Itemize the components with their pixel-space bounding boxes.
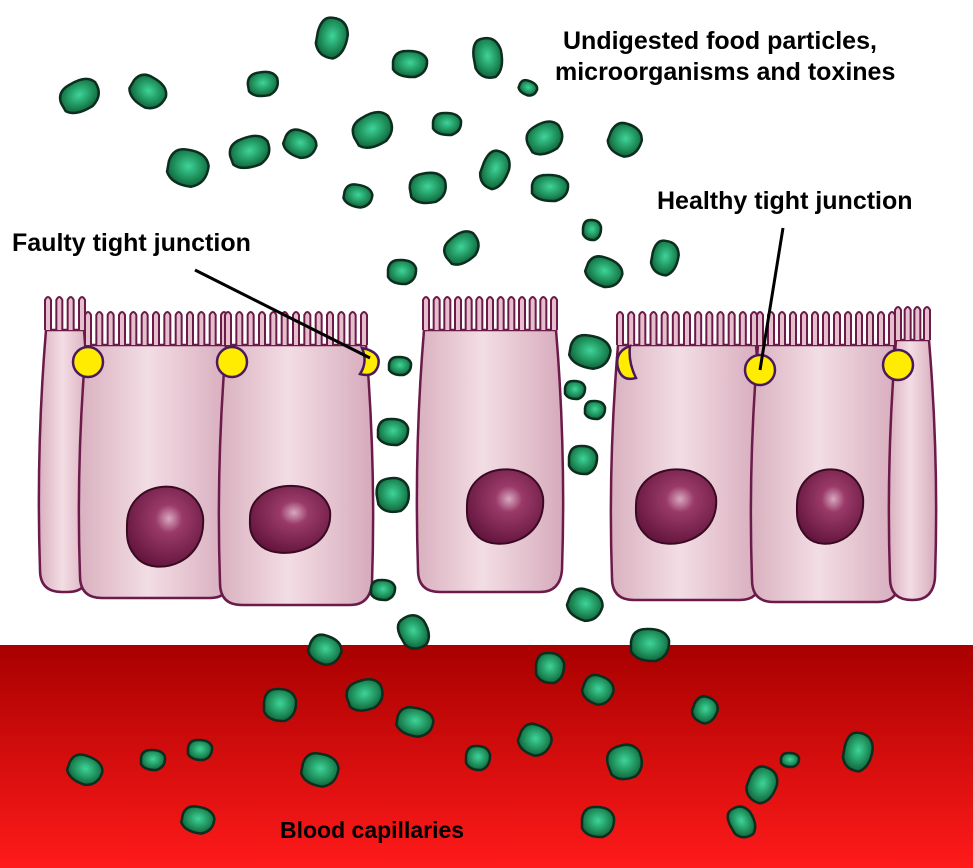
- particle: [525, 120, 564, 156]
- particle: [478, 149, 511, 191]
- particle: [606, 121, 643, 158]
- healthy-junction-label: Healthy tight junction: [657, 187, 913, 215]
- particle: [779, 751, 801, 769]
- particle: [530, 173, 570, 203]
- particle: [58, 77, 100, 115]
- particle: [128, 73, 168, 110]
- particle: [581, 218, 603, 242]
- particle: [745, 765, 779, 805]
- epithelial-cell: [749, 311, 903, 604]
- particle: [351, 110, 394, 149]
- particle: [375, 476, 411, 514]
- microvilli: [756, 311, 896, 345]
- particle: [472, 36, 504, 79]
- microvilli: [84, 311, 228, 345]
- blood-capillaries-label: Blood capillaries: [280, 817, 464, 843]
- particle: [396, 614, 431, 650]
- faulty-junction-pointer: [194, 268, 371, 360]
- cell-body: [887, 338, 938, 602]
- particle: [299, 752, 340, 788]
- cell-nucleus: [634, 468, 718, 545]
- particle: [314, 16, 350, 60]
- particle: [431, 111, 463, 137]
- microvilli: [616, 311, 758, 345]
- particle: [306, 633, 343, 667]
- particle: [228, 134, 271, 170]
- particle: [369, 578, 397, 602]
- particle: [65, 753, 104, 787]
- epithelial-cell: [77, 311, 235, 600]
- epithelial-cell: [609, 311, 765, 602]
- microvilli: [422, 296, 558, 330]
- particle: [563, 379, 587, 401]
- epithelial-cell: [887, 306, 938, 602]
- cell-nucleus: [248, 484, 332, 554]
- particle: [262, 687, 298, 723]
- particle: [408, 171, 447, 205]
- particle: [583, 255, 624, 289]
- cell-nucleus: [125, 485, 205, 568]
- epithelial-cell: [415, 296, 565, 594]
- healthy-tight-junction: [71, 345, 105, 379]
- particle: [464, 744, 492, 772]
- particle: [841, 731, 875, 773]
- healthy-tight-junction: [215, 345, 249, 379]
- particle: [580, 805, 616, 839]
- particle: [649, 239, 680, 277]
- particle: [139, 748, 167, 772]
- food-particles-label-line2: microorganisms and toxines: [555, 58, 895, 86]
- particle: [534, 651, 566, 685]
- faulty-junction-label: Faulty tight junction: [12, 229, 251, 257]
- microvilli: [894, 306, 931, 340]
- particle: [567, 333, 612, 371]
- particle: [376, 417, 410, 447]
- particle: [246, 70, 279, 98]
- healthy-tight-junction: [881, 348, 915, 382]
- particle: [186, 738, 214, 762]
- particle: [567, 444, 599, 476]
- cell-nucleus: [795, 468, 865, 545]
- particle: [391, 49, 429, 79]
- particle: [583, 399, 607, 421]
- cell-nucleus: [465, 468, 545, 545]
- cell-body: [217, 343, 375, 607]
- particle: [517, 78, 539, 97]
- microvilli: [224, 311, 368, 345]
- particle: [516, 722, 553, 757]
- particle: [387, 355, 413, 377]
- microvilli: [44, 296, 86, 330]
- particle: [180, 805, 216, 835]
- particle: [629, 627, 671, 663]
- junction-layer: [71, 344, 915, 387]
- particle: [395, 705, 435, 738]
- cell-body: [415, 328, 565, 594]
- particle: [565, 587, 604, 623]
- particle: [580, 673, 615, 706]
- particle: [165, 147, 210, 189]
- particle: [342, 183, 374, 209]
- particle: [442, 230, 480, 266]
- healthy-junction-pointer: [758, 227, 785, 371]
- particle: [605, 743, 644, 781]
- particle: [690, 695, 719, 725]
- food-particles-label-line1: Undigested food particles,: [563, 27, 877, 55]
- particle: [386, 258, 418, 286]
- particle-layer: [58, 16, 875, 839]
- faulty-tight-junction: [616, 344, 638, 381]
- epithelial-cell-layer: [37, 296, 938, 607]
- particle: [345, 678, 384, 712]
- particle: [726, 805, 757, 839]
- particle: [281, 128, 318, 160]
- epithelial-cell: [217, 311, 375, 607]
